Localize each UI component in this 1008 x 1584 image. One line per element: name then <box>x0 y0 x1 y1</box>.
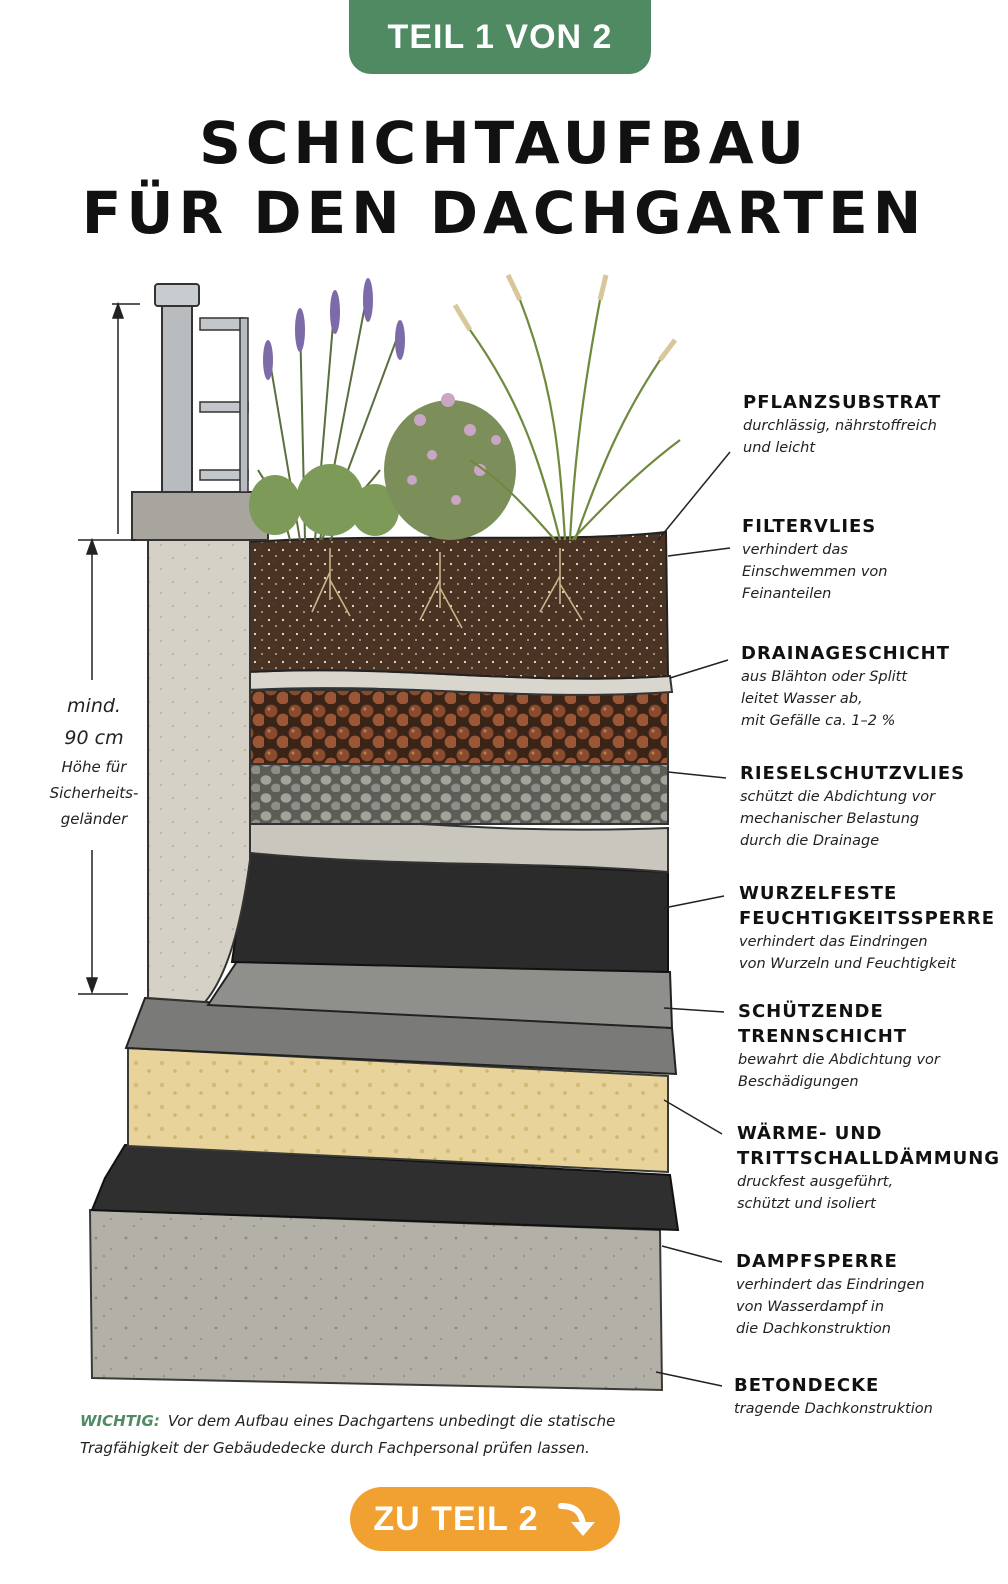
layer-description: durchlässig, nährstoffreich und leicht <box>743 418 937 456</box>
title-line-2: FÜR DEN DACHGARTEN <box>81 179 927 247</box>
layer-label-filter-fleece: FILTERVLIES verhindert das Einschwemmen … <box>742 514 888 605</box>
layer-description: aus Blähton oder Splitt leitet Wasser ab… <box>741 669 908 729</box>
layer-name: DAMPFSPERRE <box>736 1251 898 1272</box>
page-title: SCHICHTAUFBAU FÜR DEN DACHGARTEN <box>0 108 1008 248</box>
height-dimension <box>78 301 140 995</box>
layer-label-separation-layer: SCHÜTZENDE TRENNSCHICHT bewahrt die Abdi… <box>738 999 940 1093</box>
layer-label-concrete-slab: BETONDECKE tragende Dachkonstruktion <box>734 1373 933 1420</box>
title-line-1: SCHICHTAUFBAU <box>199 109 809 177</box>
layer-description: tragende Dachkonstruktion <box>734 1401 933 1417</box>
layer-label-protection-fleece: RIESELSCHUTZVLIES schützt die Abdichtung… <box>740 761 965 852</box>
layer-description: druckfest ausgeführt, schützt und isolie… <box>737 1174 894 1212</box>
grass-plant <box>452 273 681 541</box>
parapet-wall <box>131 491 269 1004</box>
clay-drainage <box>247 689 669 765</box>
layer-description: bewahrt die Abdichtung vor Beschädigunge… <box>738 1052 940 1090</box>
gravel-drainage <box>247 761 669 825</box>
layer-label-substrate: PFLANZSUBSTRAT durchlässig, nährstoffrei… <box>743 390 941 459</box>
part-badge: TEIL 1 VON 2 <box>349 0 651 74</box>
layer-name: WÄRME- UND TRITTSCHALLDÄMMUNG <box>737 1123 1001 1169</box>
layer-name: BETONDECKE <box>734 1375 880 1396</box>
vapor-barrier <box>90 1143 680 1232</box>
layer-description: verhindert das Eindringen von Wasserdamp… <box>736 1277 925 1337</box>
height-description: Höhe für Sicherheits- geländer <box>49 758 139 828</box>
layer-name: WURZELFESTE FEUCHTIGKEITSSPERRE <box>739 883 996 929</box>
layer-name: DRAINAGESCHICHT <box>741 643 950 664</box>
warning-text: Vor dem Aufbau eines Dachgartens unbedin… <box>80 1412 616 1457</box>
layer-description: verhindert das Einschwemmen von Feinante… <box>742 542 888 602</box>
insulation-layer <box>127 1046 669 1174</box>
warning-label: WICHTIG: <box>80 1412 160 1430</box>
lavender-plant <box>249 278 405 541</box>
next-part-label: ZU TEIL 2 <box>373 1499 539 1538</box>
leader-lines <box>655 451 731 1387</box>
root-barrier <box>206 850 674 1030</box>
concrete-slab <box>88 1208 664 1392</box>
height-note: mind. 90 cm Höhe für Sicherheits- geländ… <box>44 690 144 832</box>
layer-name: RIESELSCHUTZVLIES <box>740 763 966 784</box>
layer-name: FILTERVLIES <box>742 516 877 537</box>
warning-note: WICHTIG:Vor dem Aufbau eines Dachgartens… <box>80 1408 680 1462</box>
plants <box>249 273 681 541</box>
thyme-plant <box>384 393 516 540</box>
layer-name: PFLANZSUBSTRAT <box>743 392 942 413</box>
layer-description: verhindert das Eindringen von Wurzeln un… <box>739 934 956 972</box>
layer-label-root-barrier: WURZELFESTE FEUCHTIGKEITSSPERRE verhinde… <box>739 881 995 975</box>
layer-description: schützt die Abdichtung vor mechanischer … <box>740 789 936 849</box>
layer-label-vapor-barrier: DAMPFSPERRE verhindert das Eindringen vo… <box>736 1249 925 1340</box>
plant-substrate <box>247 530 670 680</box>
safety-railing <box>154 283 249 493</box>
next-part-button[interactable]: ZU TEIL 2 <box>350 1487 620 1551</box>
layer-label-insulation: WÄRME- UND TRITTSCHALLDÄMMUNG druckfest … <box>737 1121 1000 1215</box>
arrow-down-right-icon <box>557 1503 595 1536</box>
height-value: mind. 90 cm <box>64 695 124 749</box>
layer-name: SCHÜTZENDE TRENNSCHICHT <box>738 1001 908 1047</box>
layer-label-drainage: DRAINAGESCHICHT aus Blähton oder Splitt … <box>741 641 950 732</box>
